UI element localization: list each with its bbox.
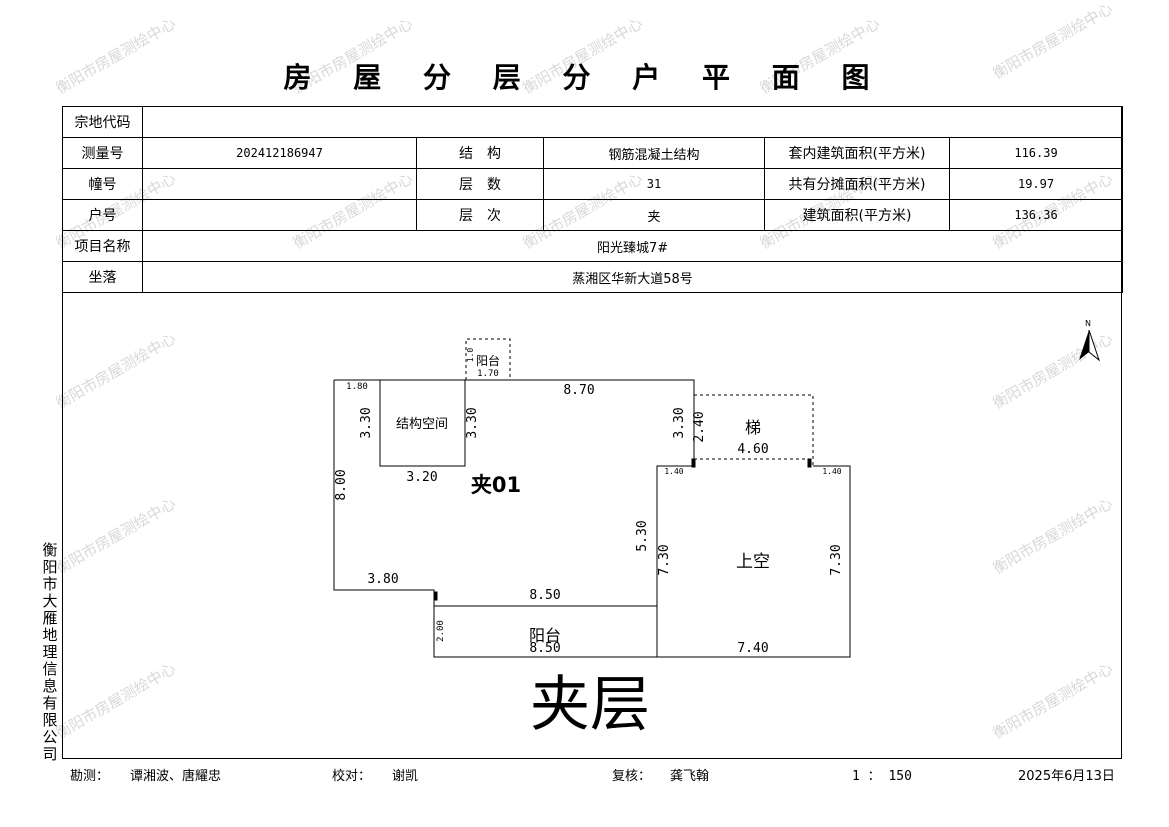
dim-label: 3.30 (672, 407, 687, 438)
table-row: 坐落 蒸湘区华新大道58号 (62, 261, 1124, 293)
dim-label: 8.70 (563, 383, 594, 398)
survey-label: 勘测： (70, 769, 110, 784)
dim-label: 1.40 (822, 467, 841, 476)
company-name-vertical: 衡阳市大雁地理信息有限公司 (42, 541, 58, 763)
checker-value: 谢凯 (392, 769, 419, 784)
project-value: 阳光臻城7# (141, 230, 1124, 262)
structure-space-label: 结构空间 (396, 417, 448, 432)
dim-label: 3.20 (406, 470, 437, 485)
dim-label: 7.30 (829, 544, 844, 575)
dim-label: 7.40 (737, 641, 768, 656)
dim-label: 4.60 (737, 442, 768, 457)
open-above-label: 上空 (736, 552, 770, 572)
floor-name-label: 夹层 (530, 670, 650, 740)
dim-label: 1.0 (466, 348, 475, 363)
location-label: 坐落 (62, 261, 143, 293)
dim-label: 3.30 (359, 407, 374, 438)
info-table: 宗地代码 测量号 202412186947 结 构 钢筋混凝土结构 套内建筑面积… (62, 106, 1124, 293)
balcony-outline (433, 465, 851, 658)
structure-label: 结 构 (416, 137, 544, 169)
dim-label: 1.40 (664, 467, 683, 476)
scale-value: 1 ： 150 (852, 769, 912, 784)
building-no-value (142, 168, 417, 200)
floors-value: 31 (543, 168, 765, 200)
inner-area-value: 116.39 (948, 137, 1124, 169)
reviewer-value: 龚飞翰 (670, 769, 710, 784)
dim-label: 8.00 (334, 469, 349, 500)
dim-label: 1.80 (346, 382, 368, 392)
date-value: 2025年6月13日 (1018, 769, 1115, 784)
document-title: 房 屋 分 层 分 户 平 面 图 (283, 61, 886, 94)
dim-label: 3.30 (465, 407, 480, 438)
north-arrow-icon (1079, 329, 1101, 362)
dim-label: 1.70 (477, 369, 499, 379)
dim-label: 8.50 (529, 641, 560, 656)
location-value: 蒸湘区华新大道58号 (141, 261, 1124, 293)
building-area-value: 136.36 (948, 199, 1124, 231)
building-no-label: 幢号 (62, 168, 143, 200)
dim-label: 5.30 (635, 520, 650, 551)
dim-label: 7.30 (657, 544, 672, 575)
table-row: 测量号 202412186947 结 构 钢筋混凝土结构 套内建筑面积(平方米)… (62, 137, 1124, 169)
balcony-bottom-label: 阳台 (529, 626, 561, 645)
unit-no-label: 户号 (62, 199, 143, 231)
dim-label: 8.50 (529, 588, 560, 603)
table-row: 项目名称 阳光臻城7# (62, 230, 1124, 262)
check-label: 校对： (332, 769, 372, 784)
balcony-top-label: 阳台 (476, 353, 500, 368)
surveyors-value: 谭湘波、唐耀忠 (130, 769, 222, 784)
inner-area-label: 套内建筑面积(平方米) (764, 137, 950, 169)
shared-area-label: 共有分摊面积(平方米) (764, 168, 950, 200)
dim-label: 2.40 (692, 411, 707, 442)
table-row: 幢号 层 数 31 共有分摊面积(平方米) 19.97 (62, 168, 1124, 200)
structure-space-outline (379, 380, 466, 467)
unit-label: 夹01 (471, 473, 521, 497)
project-label: 项目名称 (62, 230, 143, 262)
north-label: N (1085, 319, 1091, 328)
shared-area-value: 19.97 (948, 168, 1124, 200)
table-row: 户号 层 次 夹 建筑面积(平方米) 136.36 (62, 199, 1124, 231)
dim-label: 3.80 (367, 572, 398, 587)
review-label: 复核： (612, 769, 652, 784)
stair-label: 梯 (745, 418, 761, 437)
dim-label: 2.00 (436, 620, 446, 642)
survey-no-label: 测量号 (62, 137, 143, 169)
